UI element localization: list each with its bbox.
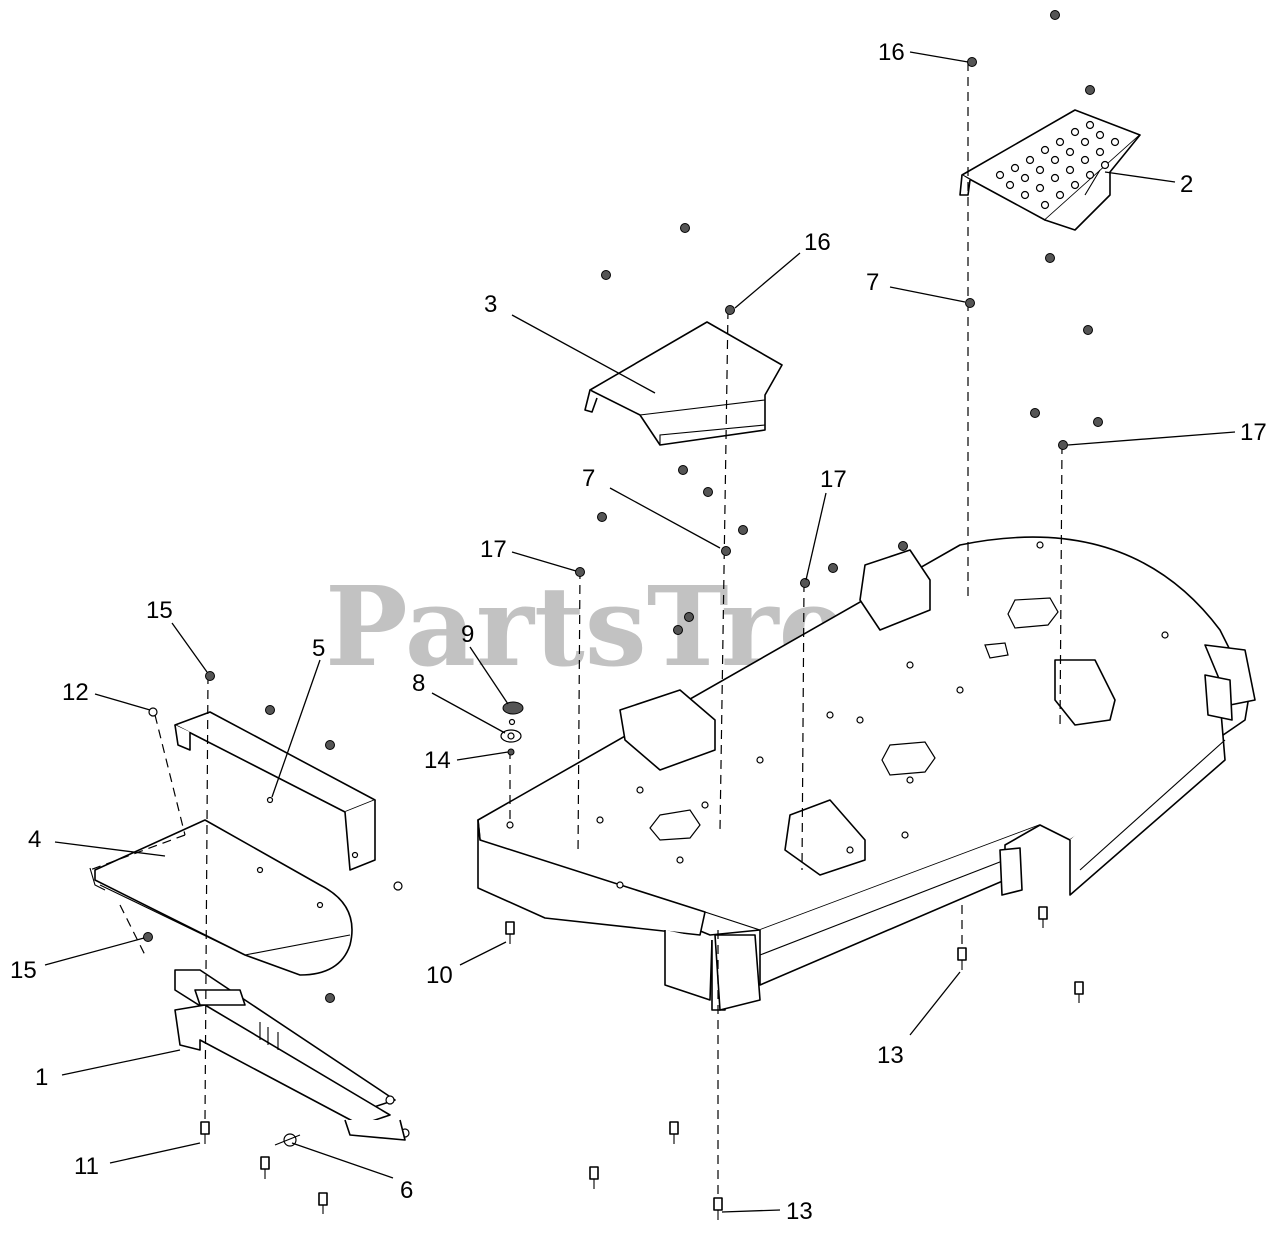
nut: [1030, 408, 1040, 418]
hardware: [143, 10, 1103, 1220]
nut: [828, 563, 838, 573]
spindle-nut: [502, 701, 524, 715]
callouts: 16 2 3 16 7 17 7 17 17 15 5 12 9 8 14 4 …: [10, 39, 1267, 1225]
nut: [597, 512, 607, 522]
callout-7: 7: [866, 269, 879, 296]
clip: [148, 707, 158, 717]
callout-15: 15: [10, 957, 37, 984]
bolt: [260, 1156, 270, 1179]
nut: [898, 541, 908, 551]
callout-6: 6: [400, 1177, 413, 1204]
nut: [143, 932, 153, 942]
spacer: [507, 748, 515, 756]
bolt: [200, 1121, 210, 1144]
nut: [1045, 253, 1055, 263]
nut: [673, 625, 683, 635]
callout-7: 7: [582, 465, 595, 492]
bolt: [669, 1121, 679, 1144]
nut: [725, 305, 735, 315]
callout-3: 3: [484, 291, 497, 318]
bolt: [589, 1166, 599, 1189]
perforation-holes: [995, 120, 1120, 210]
callout-10: 10: [426, 962, 453, 989]
callout-16: 16: [804, 229, 831, 256]
bolt: [1038, 906, 1048, 928]
nut: [678, 465, 688, 475]
callout-14: 14: [424, 747, 451, 774]
bolt: [318, 1192, 328, 1214]
washer: [393, 881, 403, 891]
nut: [703, 487, 713, 497]
mower-deck: [477, 536, 1256, 1011]
nut: [325, 993, 335, 1003]
nut: [265, 705, 275, 715]
callout-13: 13: [786, 1198, 813, 1225]
callout-17: 17: [820, 466, 847, 493]
callout-5: 5: [312, 635, 325, 662]
callout-4: 4: [28, 826, 41, 853]
washer: [508, 718, 516, 726]
part-1-bracket: [174, 969, 410, 1141]
callout-8: 8: [412, 670, 425, 697]
callout-13: 13: [877, 1042, 904, 1069]
nut: [1083, 325, 1093, 335]
nut: [684, 612, 694, 622]
callout-17: 17: [1240, 419, 1267, 446]
nut: [738, 525, 748, 535]
callout-16: 16: [878, 39, 905, 66]
nut: [1093, 417, 1103, 427]
callout-17: 17: [480, 536, 507, 563]
nut: [325, 740, 335, 750]
leader-lines: [44, 51, 1236, 1213]
bolt: [1074, 981, 1084, 1003]
callout-15: 15: [146, 597, 173, 624]
nut: [680, 223, 690, 233]
nut: [205, 671, 215, 681]
part-3-cover: [584, 321, 783, 446]
bolt: [957, 947, 967, 970]
nut: [1058, 440, 1068, 450]
part-5-shield: [174, 711, 376, 871]
assembly-lines: [89, 62, 1063, 1200]
nut: [1050, 10, 1060, 20]
callout-2: 2: [1180, 171, 1193, 198]
nut: [601, 270, 611, 280]
bolt: [505, 921, 515, 944]
callout-11: 11: [74, 1153, 99, 1180]
nut: [965, 298, 975, 308]
nut: [575, 567, 585, 577]
nut: [1085, 85, 1095, 95]
callout-1: 1: [35, 1064, 48, 1091]
nut: [800, 578, 810, 588]
nut: [967, 57, 977, 67]
callout-9: 9: [461, 621, 474, 648]
bolt: [713, 1197, 723, 1220]
callout-12: 12: [62, 679, 89, 706]
nut: [721, 546, 731, 556]
part-2-perforated-plate: [959, 109, 1141, 231]
part-4-deflector: [89, 819, 353, 976]
